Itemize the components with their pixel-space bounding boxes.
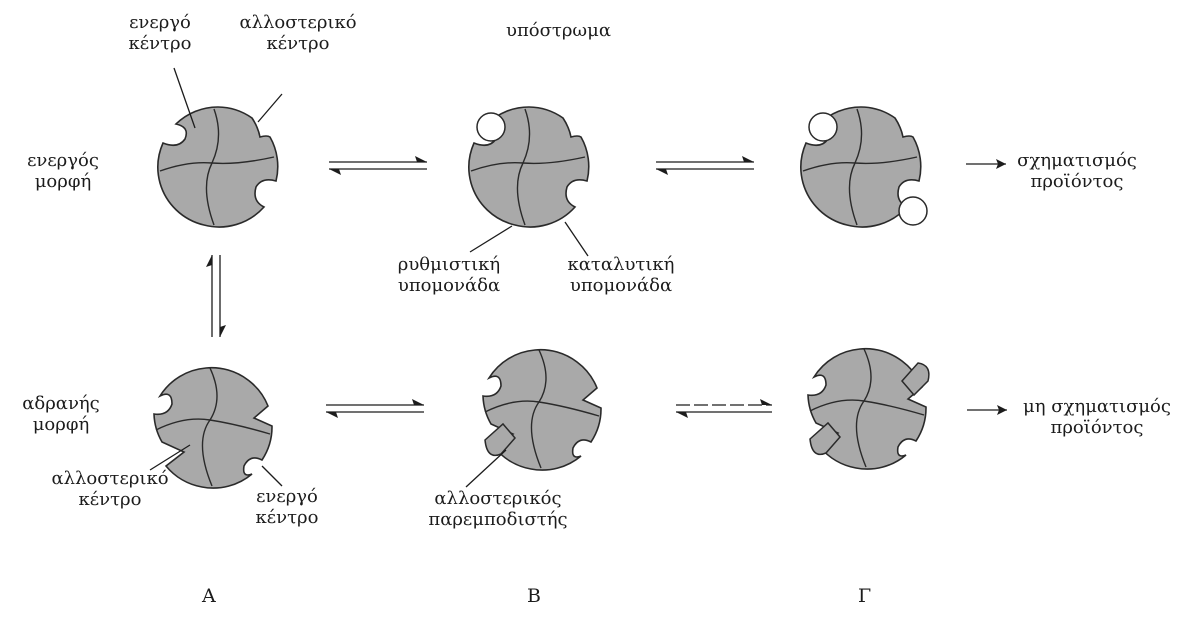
equilibrium-arrow <box>656 156 754 175</box>
allosteric-site-label: αλλοστερικό κέντρο <box>228 12 368 54</box>
allosteric-inhibitor-label: αλλοστερικός παρεμποδιστής <box>418 488 578 530</box>
equilibrium-arrow-vertical <box>206 255 226 337</box>
product-formation-label: σχηματισμός προϊόντος <box>1002 150 1152 192</box>
substrate-molecule <box>477 113 505 141</box>
enzyme-inactive-b <box>483 350 601 470</box>
regulatory-subunit-label: ρυθμιστική υπομονάδα <box>384 254 514 296</box>
substrate-molecule <box>809 113 837 141</box>
leader-line <box>470 226 512 252</box>
active-site-label-bottom: ενεργό κέντρο <box>232 486 342 528</box>
no-product-formation-label: μη σχηματισμός προϊόντος <box>1008 396 1186 438</box>
leader-line <box>262 466 282 486</box>
leader-line <box>258 94 282 122</box>
allosteric-site-label-bottom: αλλοστερικό κέντρο <box>40 468 180 510</box>
enzyme-active-a <box>158 107 278 227</box>
enzyme-active-b <box>469 107 589 227</box>
leader-line <box>565 222 588 256</box>
equilibrium-arrow <box>326 399 424 418</box>
inactive-form-label: αδρανής μορφή <box>6 393 116 435</box>
column-label-b: Β <box>527 586 541 607</box>
active-form-label: ενεργός μορφή <box>8 150 118 192</box>
product-molecule <box>899 197 927 225</box>
product-arrow <box>967 405 1007 415</box>
substrate-label: υπόστρωμα <box>506 20 611 41</box>
equilibrium-arrow <box>329 156 427 175</box>
equilibrium-arrow <box>676 399 772 418</box>
product-arrow <box>966 159 1006 169</box>
enzyme-active-c <box>801 107 927 227</box>
column-label-c: Γ <box>858 586 871 607</box>
leader-line <box>466 450 506 487</box>
column-label-a: Α <box>202 586 216 607</box>
active-site-label: ενεργό κέντρο <box>110 12 210 54</box>
catalytic-subunit-label: καταλυτική υπομονάδα <box>556 254 686 296</box>
enzyme-inactive-c <box>808 349 929 469</box>
